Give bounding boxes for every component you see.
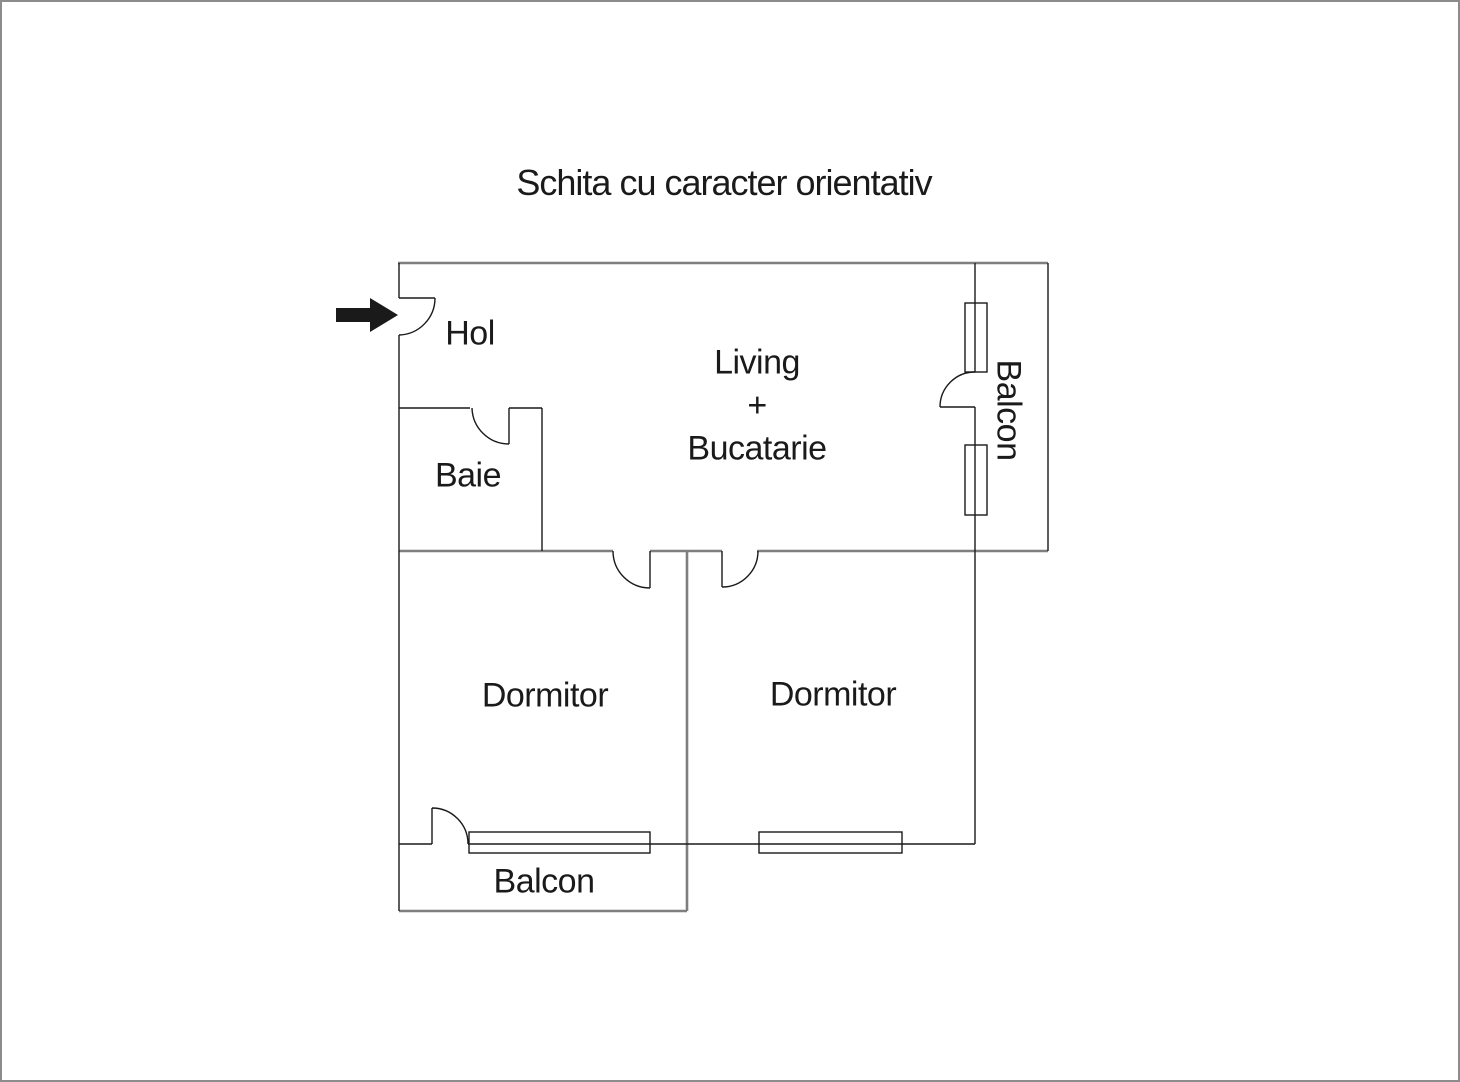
window-dormitor-right [758, 831, 903, 854]
window-balcony-right-bottom [964, 444, 988, 516]
door-entrance [398, 297, 436, 336]
room-label-balcony-right: Balcon [989, 359, 1028, 461]
door-dormitor-right [721, 550, 759, 588]
door-balcony-bottom [431, 807, 469, 845]
living-label-line2: Bucatarie [687, 429, 827, 468]
window-balcony-bottom [468, 831, 651, 854]
room-label-hol: Hol [445, 314, 495, 353]
door-dormitor-left [612, 550, 651, 589]
doors [398, 297, 976, 845]
entrance-arrow-icon [336, 298, 398, 332]
walls-thick [398, 261, 1048, 913]
room-label-balcony-bottom: Balcon [493, 862, 595, 901]
window-balcony-right-top [964, 302, 988, 373]
page-title: Schita cu caracter orientativ [516, 162, 932, 203]
door-balcony-right [939, 371, 976, 408]
living-label-plus: + [747, 386, 767, 425]
room-label-dormitor-right: Dormitor [769, 675, 897, 714]
living-label-line1: Living [714, 343, 800, 382]
room-label-baie: Baie [434, 456, 502, 495]
walls-thin [398, 263, 1049, 911]
windows [468, 302, 988, 854]
door-baie [471, 407, 510, 445]
room-label-dormitor-left: Dormitor [481, 676, 609, 715]
room-label-living-bucatarie: Living + Bucatarie [687, 342, 827, 471]
